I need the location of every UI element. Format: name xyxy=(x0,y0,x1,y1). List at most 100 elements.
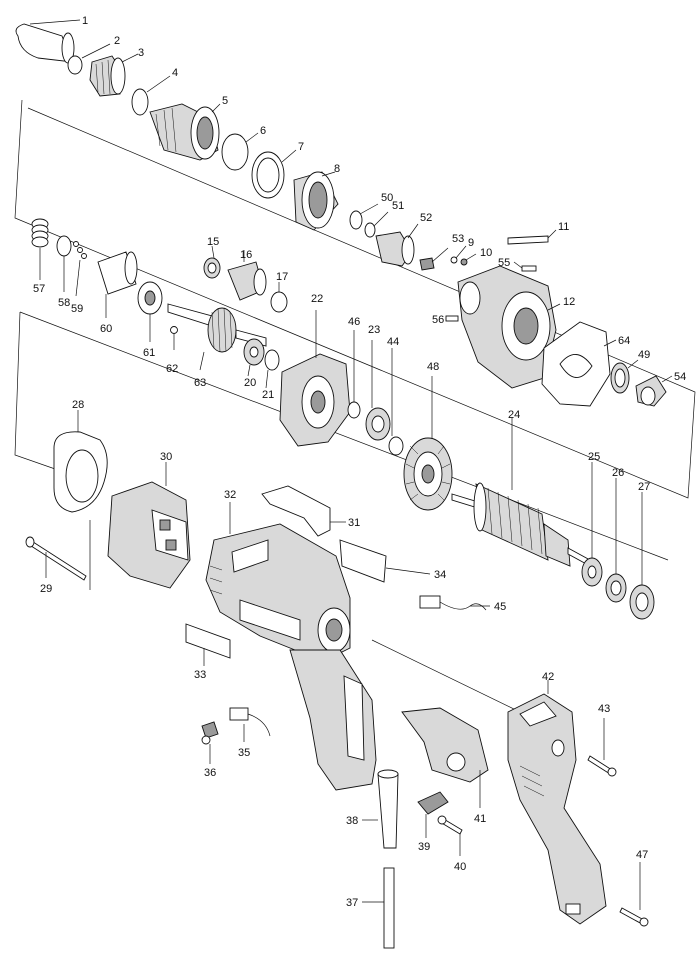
part-number-label: 41 xyxy=(474,813,486,825)
part-bearing-15 xyxy=(203,245,221,279)
part-number-label: 27 xyxy=(638,481,650,493)
part-rod-37 xyxy=(362,867,395,949)
part-number-label: 61 xyxy=(143,347,155,359)
part-nose-cone xyxy=(15,19,81,64)
part-spring-57 xyxy=(31,218,49,280)
part-screw-29 xyxy=(25,536,87,581)
part-gear-housing-12 xyxy=(457,265,561,389)
part-number-label: 29 xyxy=(40,583,52,595)
part-cap-54 xyxy=(635,375,673,407)
part-balls-59 xyxy=(73,241,87,297)
part-number-label: 10 xyxy=(480,247,492,259)
part-number-label: 54 xyxy=(674,371,686,383)
part-number-label: 42 xyxy=(542,671,554,683)
part-number-label: 62 xyxy=(166,363,178,375)
part-gear-16 xyxy=(227,250,267,301)
part-number-label: 31 xyxy=(348,517,360,529)
part-number-label: 4 xyxy=(172,67,178,79)
part-number-label: 44 xyxy=(387,336,399,348)
part-number-label: 12 xyxy=(563,296,575,308)
part-gasket-64 xyxy=(541,321,617,407)
part-pin-62 xyxy=(170,326,178,350)
part-washer-46 xyxy=(347,330,361,419)
part-bearing-23 xyxy=(365,340,391,441)
part-number-label: 17 xyxy=(276,271,288,283)
part-number-label: 9 xyxy=(468,237,474,249)
part-number-label: 16 xyxy=(240,249,252,261)
part-number-label: 39 xyxy=(418,841,430,853)
part-number-label: 43 xyxy=(598,703,610,715)
part-ring-4 xyxy=(131,75,171,116)
part-lock-39 xyxy=(417,791,449,838)
part-o-ring-2 xyxy=(67,43,111,75)
part-o-ring-6 xyxy=(221,132,259,171)
part-number-label: 49 xyxy=(638,349,650,361)
part-number-label: 46 xyxy=(348,316,360,328)
part-number-label: 24 xyxy=(508,409,520,421)
part-number-label: 20 xyxy=(244,377,256,389)
callout-labels: 1234567891011121516172021222324252627282… xyxy=(33,15,686,909)
part-number-label: 59 xyxy=(71,303,83,315)
part-washer-21 xyxy=(264,349,280,389)
part-number-label: 52 xyxy=(420,212,432,224)
part-number-label: 56 xyxy=(432,314,444,326)
part-holder-36 xyxy=(201,721,219,764)
part-gear-ring-8 xyxy=(293,171,339,231)
part-fan-48 xyxy=(403,376,453,511)
part-number-label: 45 xyxy=(494,601,506,613)
part-number-label: 55 xyxy=(498,257,510,269)
part-washer-61 xyxy=(137,281,163,342)
part-washer-44 xyxy=(388,348,404,456)
part-handle-cover-42 xyxy=(507,680,607,925)
part-number-label: 60 xyxy=(100,323,112,335)
part-number-label: 11 xyxy=(558,221,569,233)
part-bearing-49 xyxy=(610,359,639,394)
part-number-label: 63 xyxy=(194,377,206,389)
part-bearing-box-22 xyxy=(279,310,351,447)
part-number-label: 23 xyxy=(368,324,380,336)
part-number-label: 48 xyxy=(427,361,439,373)
part-clutch-housing xyxy=(149,103,221,161)
part-number-label: 51 xyxy=(392,200,404,212)
group-frame-lower xyxy=(89,520,521,713)
group-frame-middle xyxy=(14,311,669,561)
part-number-label: 32 xyxy=(224,489,236,501)
part-number-label: 35 xyxy=(238,747,250,759)
part-number-label: 64 xyxy=(618,335,630,347)
part-number-label: 30 xyxy=(160,451,172,463)
part-number-label: 53 xyxy=(452,233,464,245)
part-number-label: 1 xyxy=(82,15,88,27)
part-number-label: 26 xyxy=(612,467,624,479)
part-number-label: 15 xyxy=(207,236,219,248)
part-ring-27 xyxy=(629,492,655,620)
part-locator xyxy=(89,53,139,97)
part-number-label: 5 xyxy=(222,95,228,107)
part-field-30 xyxy=(107,462,191,589)
part-insulator-26 xyxy=(605,478,627,603)
part-armature-24 xyxy=(451,418,591,567)
part-clip-31 xyxy=(261,485,346,537)
part-number-label: 33 xyxy=(194,669,206,681)
part-gear-shaft-63 xyxy=(167,303,267,371)
part-number-label: 50 xyxy=(381,192,393,204)
part-housing-32 xyxy=(205,502,377,791)
part-label-33 xyxy=(185,623,231,666)
part-number-label: 2 xyxy=(114,35,120,47)
part-number-label: 21 xyxy=(262,389,274,401)
part-number-label: 6 xyxy=(260,125,266,137)
part-screw-43 xyxy=(587,718,617,777)
part-number-label: 34 xyxy=(434,569,446,581)
part-baffle-28 xyxy=(53,410,108,513)
part-screw-40 xyxy=(437,815,463,856)
part-number-label: 3 xyxy=(138,47,144,59)
part-number-label: 28 xyxy=(72,399,84,411)
group-frame-upper xyxy=(14,99,696,499)
part-number-label: 40 xyxy=(454,861,466,873)
part-ring-7 xyxy=(251,149,297,199)
part-sleeve-60 xyxy=(97,251,138,318)
part-bearing-25 xyxy=(581,462,603,587)
part-number-label: 36 xyxy=(204,767,216,779)
part-number-label: 37 xyxy=(346,897,358,909)
